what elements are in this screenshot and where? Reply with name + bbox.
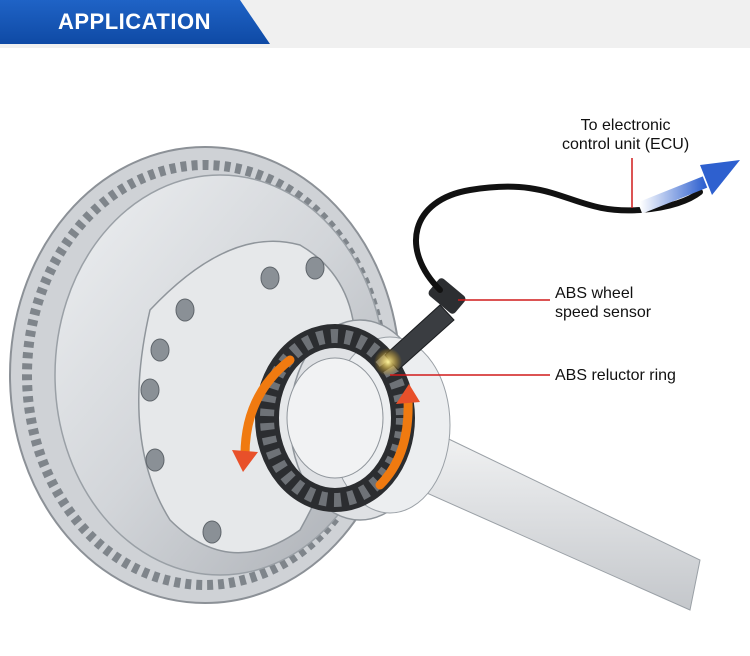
callout-ring: ABS reluctor ring — [555, 366, 676, 385]
reluctor-ring — [255, 324, 415, 512]
sensor-label-line1: ABS wheel — [555, 285, 634, 302]
callout-sensor: ABS wheel speed sensor — [555, 284, 651, 322]
sensor-label-line2: speed sensor — [555, 304, 652, 321]
callout-ecu: To electronic control unit (ECU) — [562, 116, 689, 154]
ring-label: ABS reluctor ring — [555, 367, 676, 384]
header-title: APPLICATION — [58, 9, 211, 34]
sensor-cable — [413, 183, 703, 293]
signal-arrow-icon — [637, 160, 740, 214]
leader-lines — [390, 158, 633, 376]
ecu-label-line2: control unit (ECU) — [562, 136, 690, 153]
axle-shaft — [419, 429, 701, 611]
header-tab: APPLICATION — [0, 0, 270, 44]
ecu-label-line1: To electronic — [580, 117, 671, 134]
rotation-arrow-icon — [232, 355, 420, 490]
